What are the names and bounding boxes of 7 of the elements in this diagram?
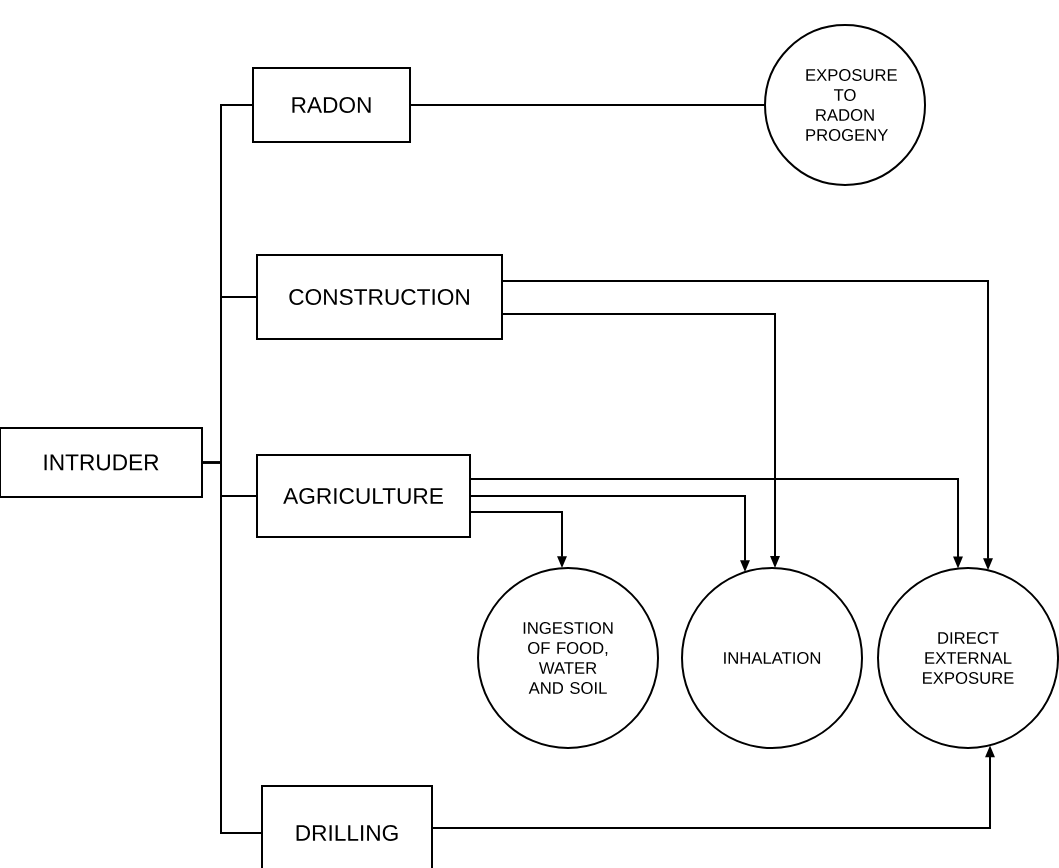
connector (201, 461, 263, 834)
connector (409, 104, 766, 106)
process-box: AGRICULTURE (256, 454, 471, 538)
process-box: CONSTRUCTION (256, 254, 503, 340)
process-box: RADON (252, 67, 411, 143)
process-box: DRILLING (261, 785, 433, 868)
process-box: INTRUDER (0, 427, 203, 498)
